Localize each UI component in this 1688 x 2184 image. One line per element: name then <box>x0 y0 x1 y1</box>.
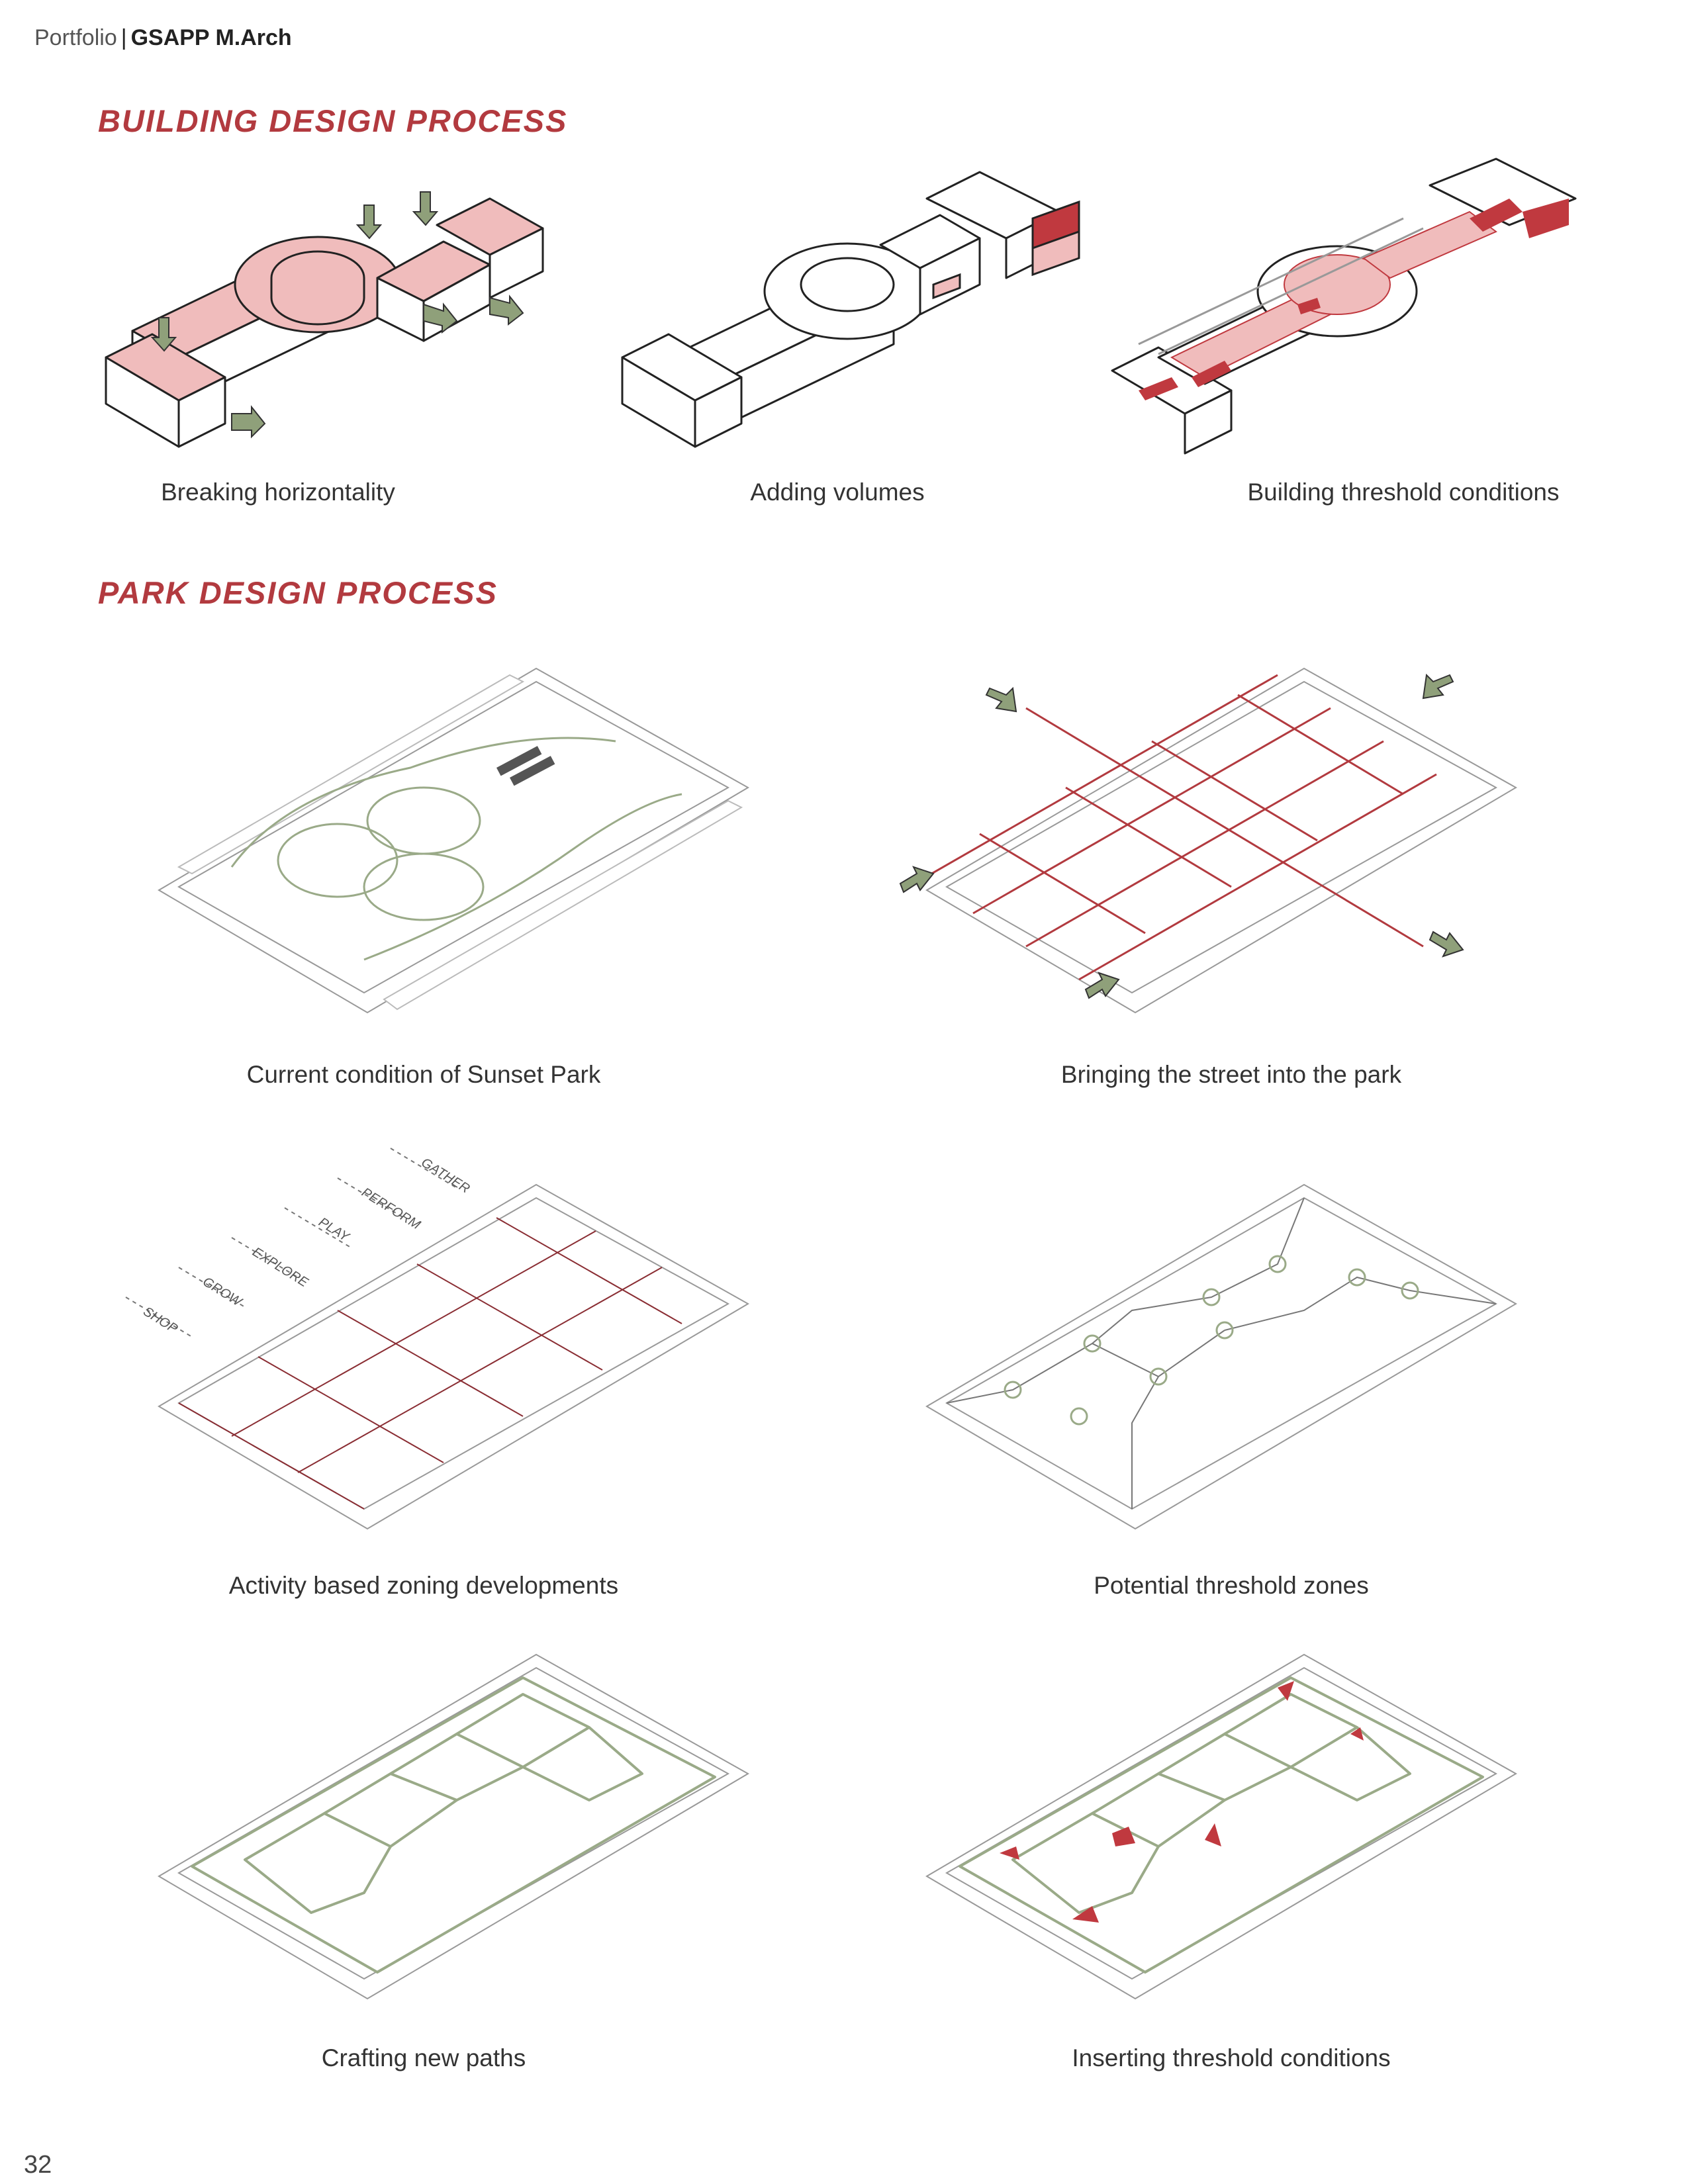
header-program: GSAPP M.Arch <box>130 25 292 50</box>
building-caption-2: Adding volumes <box>750 478 925 506</box>
park-diagram-threshold-conditions <box>925 1653 1518 2000</box>
park-caption-6: Inserting threshold conditions <box>1072 2044 1391 2071</box>
push-arrows <box>150 191 524 439</box>
park-caption-4: Potential threshold zones <box>1094 1572 1369 1599</box>
zone-label-perform: PERFORM <box>359 1185 423 1233</box>
park-caption-2: Bringing the street into the park <box>1060 1061 1402 1088</box>
park-diagram-zoning: GATHER PERFORM PLAY EXPLORE GROW SHOP <box>125 1148 750 1530</box>
zone-label-explore: EXPLORE <box>250 1245 310 1291</box>
park-caption-3: Activity based zoning developments <box>228 1572 619 1599</box>
building-caption-3: Building threshold conditions <box>1247 478 1560 506</box>
park-diagram-street-into-park <box>899 667 1518 1014</box>
park-diagram-threshold-zones <box>925 1183 1518 1530</box>
page-header: Portfolio|GSAPP M.Arch <box>34 25 292 51</box>
header-separator: | <box>120 25 127 50</box>
building-section-title: BUILDING DESIGN PROCESS <box>98 103 568 138</box>
park-caption-5: Crafting new paths <box>321 2044 526 2071</box>
park-diagram-current-condition <box>158 667 750 1014</box>
building-diagram-threshold-conditions <box>1111 158 1577 455</box>
park-diagram-new-paths <box>158 1653 750 2000</box>
zone-label-shop: SHOP <box>140 1304 180 1337</box>
zone-label-gather: GATHER <box>418 1156 472 1197</box>
page-number: 32 <box>24 2151 52 2179</box>
building-caption-1: Breaking horizontality <box>161 478 395 506</box>
building-diagram-breaking-horizontality <box>105 191 544 448</box>
building-diagram-adding-volumes <box>621 171 1080 448</box>
header-portfolio: Portfolio <box>34 25 117 50</box>
zone-label-play: PLAY <box>316 1215 352 1246</box>
park-caption-1: Current condition of Sunset Park <box>246 1061 601 1088</box>
zone-label-grow: GROW <box>200 1275 245 1310</box>
entry-arrows <box>899 673 1464 999</box>
park-section-title: PARK DESIGN PROCESS <box>98 575 498 610</box>
